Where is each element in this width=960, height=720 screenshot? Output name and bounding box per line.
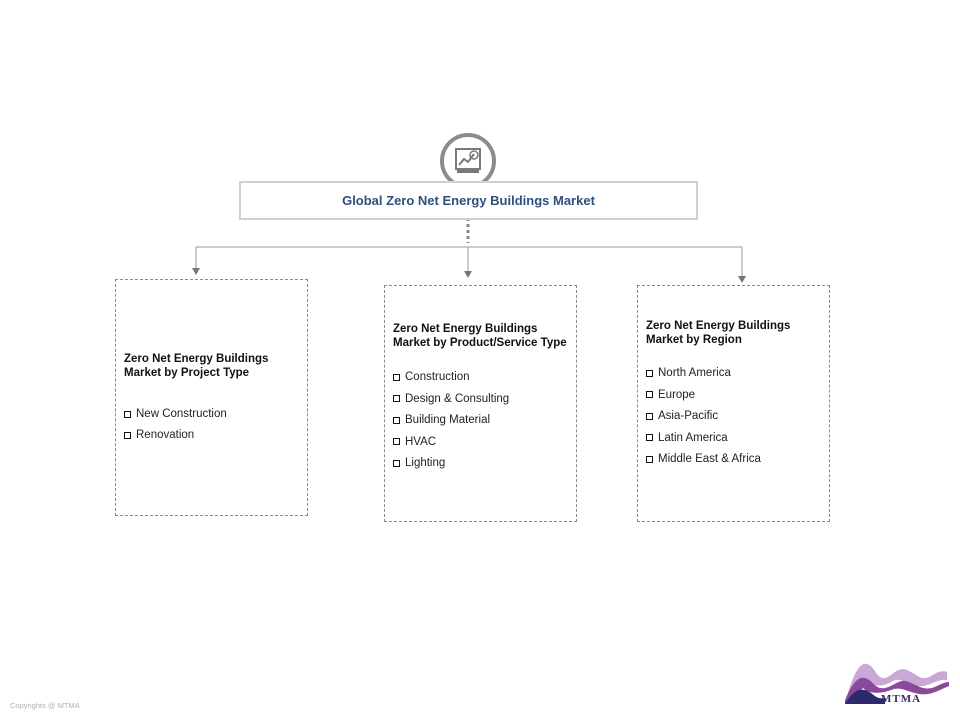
checkbox-bullet-icon: [124, 410, 131, 418]
mtma-logo: MTMA: [845, 656, 949, 708]
list-item: Middle East & Africa: [646, 452, 821, 466]
checkbox-bullet-icon: [646, 369, 653, 377]
list-item: North America: [646, 366, 821, 380]
checkbox-bullet-icon: [393, 416, 400, 424]
checkbox-bullet-icon: [646, 391, 653, 399]
market-analysis-icon: [440, 133, 496, 189]
checkbox-bullet-icon: [124, 431, 131, 439]
list-item: Construction: [393, 370, 568, 384]
list-item: Asia-Pacific: [646, 409, 821, 423]
list-item: Lighting: [393, 456, 568, 470]
checkbox-bullet-icon: [646, 434, 653, 442]
segment-title: Zero Net Energy Buildings Market by Regi…: [646, 320, 791, 346]
segment-title: Zero Net Energy Buildings Market by Prod…: [393, 323, 567, 349]
checkbox-bullet-icon: [646, 412, 653, 420]
checkbox-bullet-icon: [393, 373, 400, 381]
list-item: Renovation: [124, 428, 299, 442]
list-item: HVAC: [393, 435, 568, 449]
copyright-text: Copyrights @ MTMA: [10, 701, 80, 710]
checkbox-bullet-icon: [646, 455, 653, 463]
checkbox-bullet-icon: [393, 459, 400, 467]
segment-title: Zero Net Energy Buildings Market by Proj…: [124, 353, 269, 379]
list-item: Design & Consulting: [393, 392, 568, 406]
segment-region: Zero Net Energy Buildings Market by Regi…: [637, 285, 830, 522]
segment-list: North America Europe Asia-Pacific Latin …: [646, 366, 821, 466]
segment-list: New Construction Renovation: [124, 407, 299, 442]
arrow-head-2: [464, 271, 472, 278]
root-title-box: Global Zero Net Energy Buildings Market: [239, 181, 698, 220]
segment-product-service-type: Zero Net Energy Buildings Market by Prod…: [384, 285, 577, 522]
logo-text: MTMA: [881, 693, 922, 705]
segment-list: Construction Design & Consulting Buildin…: [393, 370, 568, 470]
root-title: Global Zero Net Energy Buildings Market: [342, 193, 595, 208]
arrow-head-1: [192, 268, 200, 275]
checkbox-bullet-icon: [393, 438, 400, 446]
list-item: New Construction: [124, 407, 299, 421]
list-item: Latin America: [646, 431, 821, 445]
list-item: Europe: [646, 388, 821, 402]
list-item: Building Material: [393, 413, 568, 427]
segment-project-type: Zero Net Energy Buildings Market by Proj…: [115, 279, 308, 516]
checkbox-bullet-icon: [393, 395, 400, 403]
logo-mountain-icon: [845, 663, 949, 704]
arrow-head-3: [738, 276, 746, 283]
